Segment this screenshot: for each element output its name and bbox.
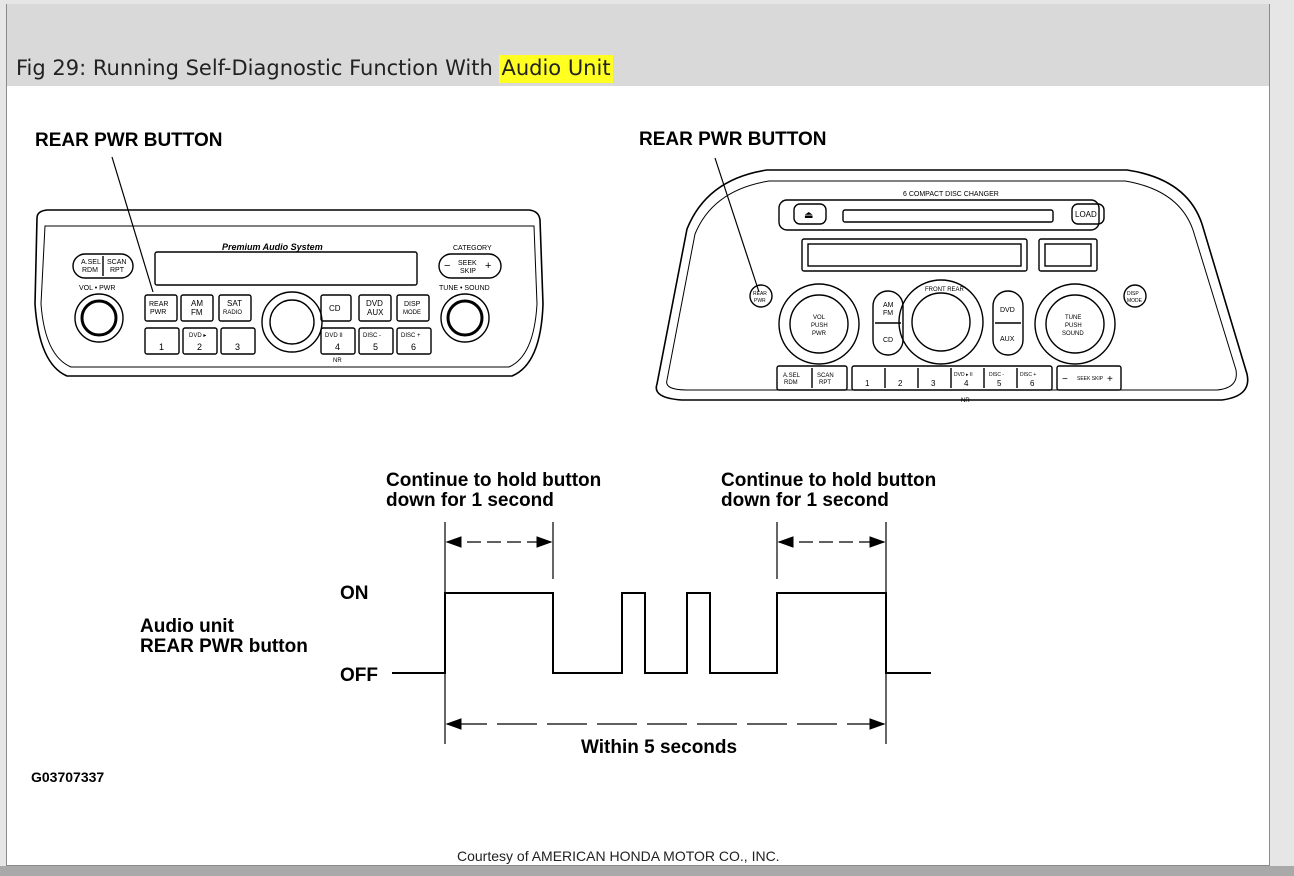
right-audio-unit: 6 COMPACT DISC CHANGER ⏏ LOAD VOL PUSH P… <box>655 157 1249 404</box>
left-mode-label: MODE <box>403 310 421 316</box>
right-preset-top-4: DVD ▸ II <box>954 372 973 378</box>
right-vol-pwr-label: PWR <box>812 331 827 337</box>
figure-header: Fig 29: Running Self-Diagnostic Function… <box>7 4 1269 86</box>
right-am-label: AM <box>883 302 894 309</box>
right-dvd-label: DVD <box>1000 307 1015 314</box>
courtesy-note: Courtesy of AMERICAN HONDA MOTOR CO., IN… <box>457 848 780 864</box>
hold-right-line-1: Continue to hold button <box>721 470 937 491</box>
left-asel-label-1: A.SEL <box>81 259 101 266</box>
right-preset-top-6: DISC + <box>1020 372 1036 378</box>
left-audio-unit: Premium Audio System A.SEL RDM SCAN RPT … <box>34 156 544 377</box>
left-category-label: CATEGORY <box>453 245 492 252</box>
right-asel-label-1: A.SEL <box>783 373 801 379</box>
left-am-label: AM <box>191 299 203 308</box>
right-mode-label: MODE <box>1127 298 1143 304</box>
right-preset-5: 5 <box>997 379 1002 388</box>
right-tune-sound-label: SOUND <box>1062 331 1084 337</box>
left-disp-label: DISP <box>404 301 421 308</box>
right-cd-label: CD <box>883 337 893 344</box>
right-load-label: LOAD <box>1075 210 1097 219</box>
left-preset-1: 1 <box>159 342 164 352</box>
left-scan-label-1: SCAN <box>107 259 126 266</box>
diagram-canvas: Premium Audio System A.SEL RDM SCAN RPT … <box>34 156 1249 744</box>
signal-label: Audio unit REAR PWR button <box>140 617 308 657</box>
left-vol-label: VOL • PWR <box>79 285 115 292</box>
left-scan-label-2: RPT <box>110 267 125 274</box>
within-5-seconds-label: Within 5 seconds <box>581 737 738 758</box>
hold-right-label: Continue to hold button down for 1 secon… <box>721 471 936 511</box>
hold-right-line-2: down for 1 second <box>721 490 889 511</box>
right-changer-label: 6 COMPACT DISC CHANGER <box>903 191 999 198</box>
right-preset-2: 2 <box>898 379 903 388</box>
left-seek-label-2: SKIP <box>460 268 476 275</box>
left-preset-top-2: DVD ▸ <box>189 333 206 339</box>
right-tune-label: TUNE <box>1065 315 1081 321</box>
left-preset-top-4: DVD II <box>325 333 343 339</box>
right-seek-label: SEEK SKIP <box>1077 376 1104 382</box>
right-rear-pwr-label-1: REAR <box>753 291 767 297</box>
right-scan-label-1: SCAN <box>817 373 834 379</box>
left-rear-pwr-callout: REAR PWR BUTTON <box>35 130 223 151</box>
off-label: OFF <box>340 665 378 686</box>
right-preset-top-5: DISC - <box>989 372 1004 378</box>
left-preset-6: 6 <box>411 342 416 352</box>
hold-left-line-1: Continue to hold button <box>386 470 602 491</box>
left-brand-label: Premium Audio System <box>222 242 323 252</box>
right-preset-3: 3 <box>931 379 936 388</box>
hold-left-label: Continue to hold button down for 1 secon… <box>386 471 601 511</box>
left-rear-pwr-button[interactable] <box>144 294 178 322</box>
right-rear-pwr-label-2: PWR <box>754 298 766 304</box>
left-nr-label: NR <box>333 358 342 364</box>
left-dvd-label: DVD <box>366 299 383 308</box>
figure-code: G03707337 <box>31 769 105 785</box>
right-aux-label: AUX <box>1000 336 1015 343</box>
right-vol-push-label: PUSH <box>811 323 828 329</box>
figure-title-prefix: Fig 29: Running Self-Diagnostic Function… <box>16 56 500 80</box>
hold-left-line-2: down for 1 second <box>386 490 554 511</box>
left-preset-top-5: DISC - <box>363 333 381 339</box>
svg-text:−: − <box>444 260 450 272</box>
right-tune-push-label: PUSH <box>1065 323 1082 329</box>
right-front-rear-label: FRONT REAR <box>925 287 965 293</box>
on-label: ON <box>340 583 369 604</box>
search-highlight: Audio Unit <box>499 55 613 83</box>
timing-diagram <box>392 522 931 744</box>
left-tune-label: TUNE • SOUND <box>439 285 490 292</box>
svg-text:⏏: ⏏ <box>804 210 813 221</box>
right-rear-pwr-button[interactable] <box>749 284 773 308</box>
left-fm-label: FM <box>191 308 203 317</box>
figure-title: Fig 29: Running Self-Diagnostic Function… <box>16 55 613 83</box>
left-preset-5: 5 <box>373 342 378 352</box>
left-rear-pwr-label-2: PWR <box>150 309 166 316</box>
right-rear-pwr-callout: REAR PWR BUTTON <box>639 129 827 150</box>
right-disp-label: DISP <box>1127 291 1139 297</box>
left-aux-label: AUX <box>367 308 384 317</box>
right-asel-label-2: RDM <box>784 380 798 386</box>
signal-label-line-1: Audio unit <box>140 616 234 637</box>
right-scan-label-2: RPT <box>819 380 831 386</box>
left-preset-2: 2 <box>197 342 202 352</box>
left-radio-label: RADIO <box>223 310 242 316</box>
right-vol-label: VOL <box>813 315 826 321</box>
left-cd-label: CD <box>329 304 341 313</box>
svg-text:+: + <box>1107 374 1113 385</box>
left-asel-label-2: RDM <box>82 267 98 274</box>
signal-label-line-2: REAR PWR button <box>140 636 308 657</box>
left-preset-3: 3 <box>235 342 240 352</box>
bottom-scroll-edge <box>0 866 1294 876</box>
right-fm-label: FM <box>883 310 893 317</box>
svg-text:+: + <box>485 260 491 272</box>
right-preset-6: 6 <box>1030 379 1035 388</box>
right-nr-label: NR <box>961 398 970 404</box>
left-seek-label-1: SEEK <box>458 260 477 267</box>
left-sat-label: SAT <box>227 299 242 308</box>
figure-frame: Fig 29: Running Self-Diagnostic Function… <box>6 4 1270 866</box>
left-preset-4: 4 <box>335 342 340 352</box>
left-rear-pwr-label-1: REAR <box>149 301 168 308</box>
left-preset-top-6: DISC + <box>401 333 421 339</box>
right-preset-4: 4 <box>964 379 969 388</box>
svg-text:−: − <box>1062 374 1068 385</box>
right-preset-1: 1 <box>865 379 870 388</box>
